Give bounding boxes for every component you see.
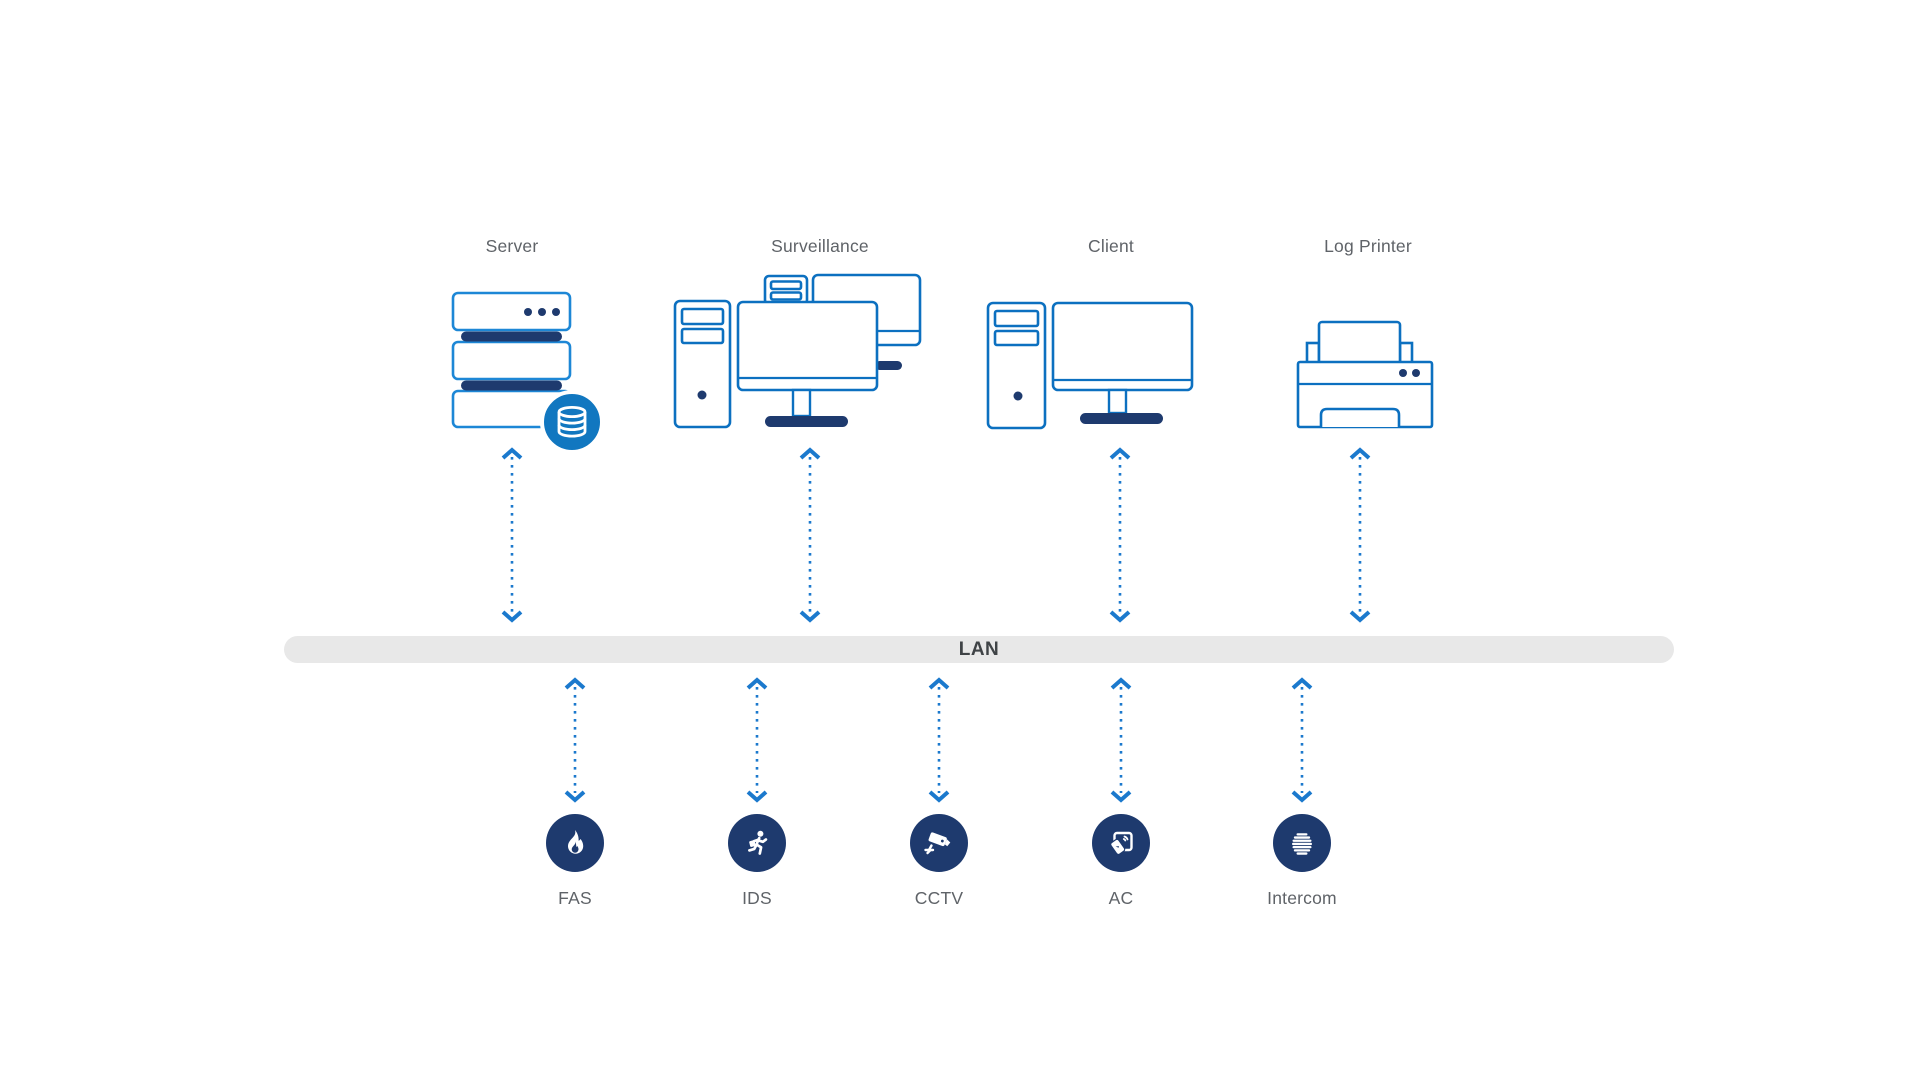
- surveillance-label: Surveillance: [771, 236, 869, 256]
- intrusion-detection-icon: [748, 830, 768, 855]
- client-label: Client: [1088, 236, 1134, 256]
- ids-label: IDS: [742, 888, 772, 908]
- arrow-lan-fas: [564, 678, 586, 802]
- lan-bus-bar: LAN: [284, 636, 1674, 663]
- intercom-label: Intercom: [1267, 888, 1337, 908]
- fire-alarm-icon: [568, 830, 584, 854]
- fas-node: [546, 814, 604, 872]
- arrow-log-printer-lan: [1349, 448, 1371, 622]
- arrow-client-lan: [1109, 448, 1131, 622]
- arrow-lan-ids: [746, 678, 768, 802]
- intercom-speaker-icon: [1292, 833, 1312, 855]
- cctv-node: [910, 814, 968, 872]
- ac-node: [1092, 814, 1150, 872]
- cctv-camera-icon: [924, 832, 951, 855]
- lan-label: LAN: [958, 638, 1000, 660]
- ac-label: AC: [1108, 888, 1134, 908]
- server-label: Server: [485, 236, 539, 256]
- arrow-lan-cctv: [928, 678, 950, 802]
- fas-label: FAS: [558, 888, 592, 908]
- printer-icon: [1296, 320, 1434, 429]
- arrow-lan-intercom: [1291, 678, 1313, 802]
- access-control-icon: [1110, 831, 1133, 855]
- cctv-label: CCTV: [914, 888, 964, 908]
- server-rack-icon: [451, 291, 604, 454]
- client-workstation-icon: [986, 301, 1194, 430]
- arrow-lan-ac: [1110, 678, 1132, 802]
- log-printer-label: Log Printer: [1324, 236, 1412, 256]
- intercom-node: [1273, 814, 1331, 872]
- arrow-surveillance-lan: [799, 448, 821, 622]
- ids-node: [728, 814, 786, 872]
- surveillance-workstation-icon: [673, 273, 922, 429]
- arrow-server-lan: [501, 448, 523, 622]
